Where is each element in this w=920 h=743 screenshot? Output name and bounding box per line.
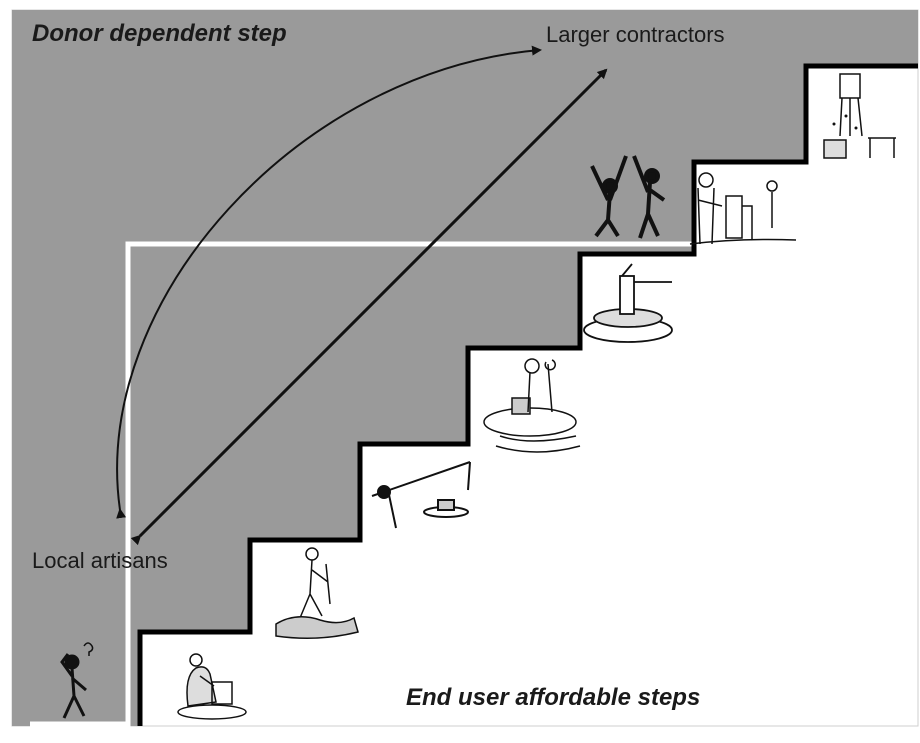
woman-at-well-icon [177,653,247,720]
person-digging-icon [275,547,359,639]
donor-dependent-step-label: Donor dependent step [32,20,287,47]
confused-person-icon [60,642,94,719]
end-user-affordable-steps-label: End user affordable steps [406,684,701,711]
larger-contractors-label: Larger contractors [546,22,725,47]
handpump-platform-icon [583,263,673,343]
water-tower-icon [823,73,896,159]
local-artisans-label: Local artisans [32,548,168,573]
diagonal-arrow [130,68,608,546]
celebrating-people-icon [590,155,666,239]
shadoof-icon [371,461,471,529]
people-at-well-icon [483,358,581,453]
communal-tap-icon [689,172,797,245]
